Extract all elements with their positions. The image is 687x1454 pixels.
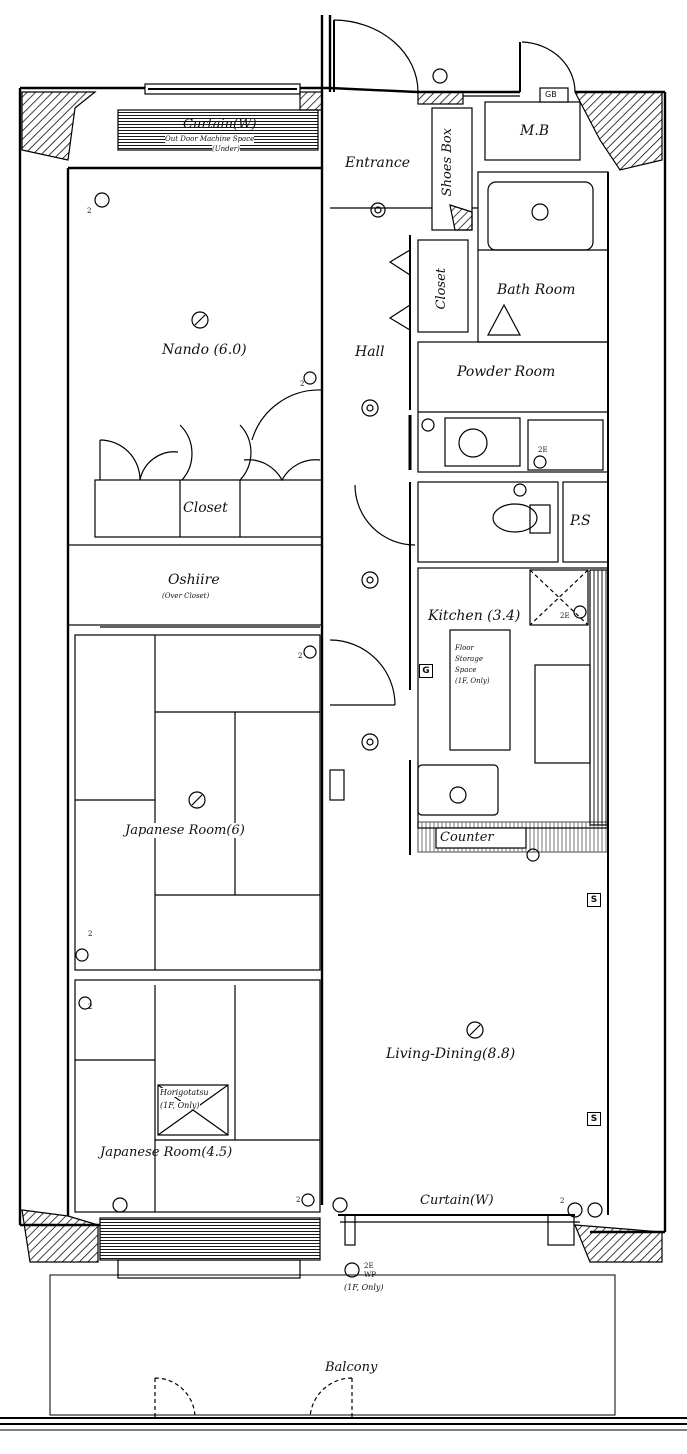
label-2-jroom45-br: 2 [296, 1196, 301, 1204]
label-counter: Counter [440, 830, 494, 845]
column-top-right [574, 91, 663, 171]
label-japanese-room-45: Japanese Room(4.5) [100, 1145, 233, 1160]
floor-storage-space [449, 629, 511, 751]
label-nando: Nando (6.0) [162, 342, 247, 358]
label-balcony: Balcony [325, 1360, 378, 1375]
toilet-room [417, 481, 559, 563]
label-2-jroom6: 2 [298, 652, 303, 660]
label-outdoor-machine: Out Door Machine Space [165, 135, 255, 143]
outer-walls [18, 15, 667, 1234]
label-japanese-room-6: Japanese Room(6) [125, 823, 245, 838]
label-2-living: 2 [560, 1197, 565, 1205]
label-hall: Hall [355, 344, 385, 360]
label-mb: M.B [520, 123, 550, 139]
label-curtain-bottom: Curtain(W) [420, 1193, 494, 1208]
label-ps: P.S [570, 513, 591, 529]
label-2e-kitchen: 2E [560, 612, 570, 620]
bottom-window-left [99, 1217, 321, 1261]
top-window [144, 83, 301, 95]
label-entrance: Entrance [345, 155, 411, 171]
label-wp-balcony: WP [364, 1271, 376, 1279]
label-kitchen: Kitchen (3.4) [428, 608, 521, 624]
label-living-dining: Living-Dining(8.8) [386, 1046, 516, 1062]
label-over-closet: (Over Closet) [162, 592, 210, 600]
label-2-jroom6-left: 2 [88, 930, 93, 938]
label-floor-storage-1: Floor [455, 644, 474, 652]
ceiling-lights [188, 202, 549, 1039]
gas-outlet-symbol: G [419, 664, 433, 678]
label-2e-powder: 2E [538, 446, 548, 454]
mb-box [484, 101, 581, 161]
label-horigotatsu-1: Horigotatsu [160, 1088, 209, 1097]
nando-closet [94, 479, 323, 538]
kitchen [417, 567, 609, 829]
powder-room [417, 341, 609, 473]
japanese-room-6 [74, 634, 321, 971]
oshiire [67, 544, 323, 626]
entrance-door [333, 19, 419, 93]
smoke-detector-symbol-2: S [587, 1112, 601, 1126]
label-2e-balcony: 2E [364, 1262, 374, 1270]
outdoor-machine-space [117, 109, 319, 151]
label-gb: GB [545, 90, 557, 99]
label-curtain-top: Curtain(W) [183, 117, 257, 132]
label-2-nando: 2 [87, 207, 92, 215]
label-closet-hall: Closet [434, 268, 449, 310]
label-powder-room: Powder Room [457, 364, 556, 380]
label-closet-nando: Closet [183, 500, 228, 516]
column-bottom-right [574, 1224, 663, 1263]
label-oshiire: Oshiire [168, 572, 220, 588]
smoke-detector-symbol-1: S [587, 893, 601, 907]
label-floor-storage-2: Storage [455, 655, 483, 663]
column-bottom-left [21, 1209, 99, 1263]
column-top-left [21, 91, 97, 161]
label-shoes-box: Shoes Box [440, 128, 455, 197]
label-floor-storage-3: Space [455, 666, 477, 674]
balcony [49, 1274, 616, 1416]
label-floor-storage-4: (1F, Only) [455, 677, 490, 685]
label-2-jroom45: 2 [88, 1003, 93, 1011]
label-bath-room: Bath Room [497, 282, 576, 298]
label-horigotatsu-2: (1F, Only) [160, 1101, 200, 1110]
label-under: (Under) [212, 145, 240, 153]
outlets [75, 68, 603, 1278]
hall-closet [417, 239, 469, 333]
label-wp-note: (1F, Only) [344, 1283, 384, 1292]
label-2-nando-door: 2 [300, 380, 305, 388]
